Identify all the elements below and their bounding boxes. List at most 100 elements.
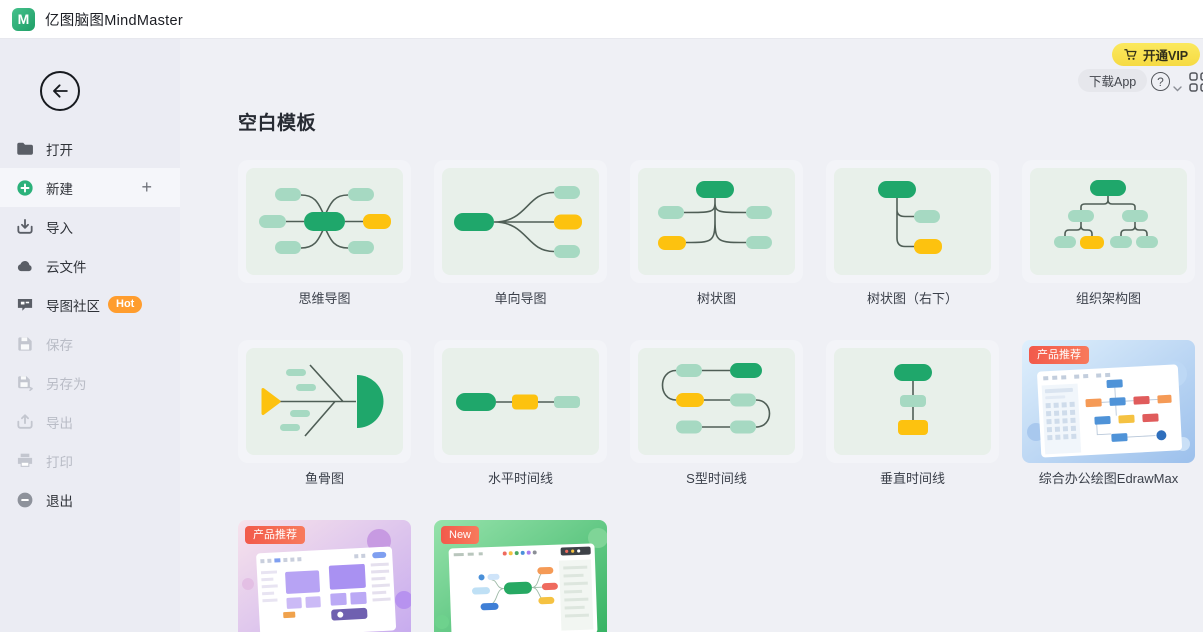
sidebar-item-label: 导入	[46, 220, 73, 236]
template-card-promo-new[interactable]: New	[434, 520, 607, 632]
sidebar-item-import[interactable]: 导入	[0, 207, 180, 246]
template-thumbnail	[238, 160, 411, 283]
sidebar-item-open[interactable]: 打开	[0, 129, 180, 168]
fishbone-diagram-icon	[261, 364, 384, 437]
template-label: 综合办公绘图EdrawMax	[1038, 471, 1179, 486]
cart-icon	[1124, 48, 1137, 60]
back-button[interactable]	[40, 71, 80, 111]
template-grid: 思维导图 单向导图 树状图	[238, 160, 1203, 632]
template-card-s-timeline[interactable]: S型时间线	[630, 340, 803, 489]
vertical-timeline-diagram-icon	[894, 364, 932, 435]
template-card-promo-presentation[interactable]: 产品推荐	[238, 520, 411, 632]
new-plus-button[interactable]: +	[141, 177, 152, 197]
download-app-button[interactable]: 下载App	[1078, 69, 1148, 92]
template-thumbnail	[826, 160, 999, 283]
template-card-org-chart[interactable]: 组织架构图	[1022, 160, 1195, 309]
sidebar-item-new[interactable]: 新建 +	[0, 168, 180, 207]
s-timeline-diagram-icon	[661, 363, 771, 434]
template-thumbnail	[1022, 160, 1195, 283]
tree-diagram-icon	[658, 181, 772, 250]
sidebar-item-label: 云文件	[46, 259, 87, 275]
help-glyph: ?	[1157, 74, 1164, 89]
sidebar-item-exit[interactable]: 退出	[0, 480, 180, 519]
org-chart-diagram-icon	[1054, 180, 1158, 249]
template-label: 水平时间线	[487, 471, 553, 486]
template-label: 树状图	[696, 291, 736, 306]
template-label: 鱼骨图	[304, 471, 344, 486]
import-download-icon	[17, 218, 33, 234]
help-button[interactable]: ?	[1151, 72, 1170, 91]
open-vip-button[interactable]: 开通VIP	[1112, 43, 1201, 66]
app-title: 亿图脑图MindMaster	[45, 12, 183, 29]
sidebar-item-export[interactable]: 导出	[0, 402, 180, 441]
one-way-map-diagram-icon	[454, 186, 582, 258]
sidebar: 打开 新建 + 导入 云文件 Hot 导图社区 Hot 保存 另存为	[0, 38, 180, 632]
sidebar-menu: 打开 新建 + 导入 云文件 Hot 导图社区 Hot 保存 另存为	[0, 129, 180, 519]
apps-grid-button[interactable]	[1189, 72, 1203, 92]
new-badge: New	[441, 526, 480, 544]
sidebar-item-save-as[interactable]: 另存为	[0, 363, 180, 402]
mindmap-diagram-icon	[259, 188, 391, 254]
template-thumbnail: 产品推荐	[238, 520, 411, 632]
template-card-horizontal-timeline[interactable]: 水平时间线	[434, 340, 607, 489]
sidebar-item-label: 导出	[46, 415, 73, 431]
save-floppy-icon	[18, 336, 32, 351]
sidebar-item-print[interactable]: 打印	[0, 441, 180, 480]
template-thumbnail: 产品推荐	[1022, 340, 1195, 463]
sidebar-item-label: 打开	[46, 142, 73, 158]
sidebar-item-label: 退出	[46, 493, 73, 509]
sidebar-item-community[interactable]: 导图社区 Hot	[0, 285, 180, 324]
sidebar-item-label: 导图社区	[46, 298, 100, 314]
product-recommend-badge: 产品推荐	[245, 526, 305, 544]
template-thumbnail	[826, 340, 999, 463]
page-title: 空白模板	[238, 113, 317, 134]
apps-grid-icon	[1189, 72, 1203, 92]
horizontal-timeline-diagram-icon	[456, 393, 580, 411]
template-card-fishbone[interactable]: 鱼骨图	[238, 340, 411, 489]
sidebar-item-save[interactable]: 保存	[0, 324, 180, 363]
printer-icon	[17, 453, 33, 467]
template-thumbnail	[238, 340, 411, 463]
cloud-icon	[17, 260, 32, 271]
template-label: S型时间线	[686, 471, 747, 486]
sidebar-item-label: 新建	[46, 181, 73, 197]
template-thumbnail	[434, 160, 607, 283]
export-upload-icon	[17, 413, 33, 429]
logo-letter: M	[17, 11, 30, 27]
template-label: 垂直时间线	[879, 471, 945, 486]
template-thumbnail	[630, 340, 803, 463]
folder-icon	[17, 142, 33, 155]
exit-minus-circle-icon	[17, 492, 33, 507]
app-logo-icon: M	[12, 7, 35, 31]
template-card-tree-bottom-right[interactable]: 树状图（右下）	[826, 160, 999, 309]
template-card-edrawmax[interactable]: 产品推荐 综合办公绘图EdrawMax	[1022, 340, 1195, 489]
edrawmax-app-preview	[1022, 340, 1195, 463]
download-app-label: 下载App	[1089, 75, 1137, 89]
template-label: 树状图（右下）	[866, 291, 958, 306]
tree-bottom-right-diagram-icon	[878, 181, 942, 254]
template-card-mindmap[interactable]: 思维导图	[238, 160, 411, 309]
template-card-vertical-timeline[interactable]: 垂直时间线	[826, 340, 999, 489]
template-card-one-way-map[interactable]: 单向导图	[434, 160, 607, 309]
sidebar-item-label: 打印	[46, 454, 73, 470]
title-bar: M 亿图脑图MindMaster	[0, 0, 1203, 38]
arrow-left-icon	[53, 84, 68, 98]
sidebar-item-label: 保存	[46, 337, 73, 353]
template-thumbnail	[434, 340, 607, 463]
community-chat-icon	[17, 298, 33, 311]
template-thumbnail: New	[434, 520, 607, 632]
sidebar-item-cloud-files[interactable]: 云文件 Hot	[0, 246, 180, 285]
template-label: 单向导图	[494, 291, 547, 306]
mindmap-app-preview	[434, 520, 607, 632]
template-label: 组织架构图	[1075, 291, 1141, 306]
save-as-icon	[18, 375, 33, 391]
help-dropdown-caret[interactable]	[1173, 79, 1182, 97]
vip-label: 开通VIP	[1143, 49, 1189, 63]
chevron-down-icon	[1173, 86, 1182, 92]
sidebar-item-label: 另存为	[46, 376, 87, 392]
template-label: 思维导图	[298, 291, 351, 306]
plus-circle-icon	[17, 179, 33, 196]
template-thumbnail	[630, 160, 803, 283]
template-card-tree[interactable]: 树状图	[630, 160, 803, 309]
product-recommend-badge: 产品推荐	[1029, 346, 1089, 364]
